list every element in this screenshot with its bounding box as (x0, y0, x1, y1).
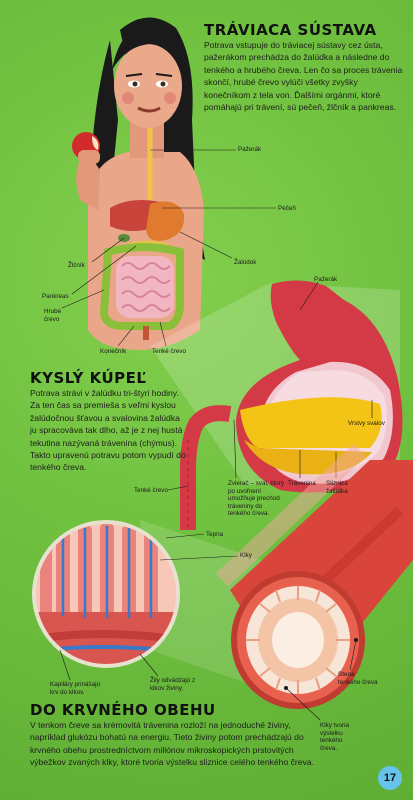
label-muscle-layers: Vrstvy svalov (348, 420, 385, 427)
label-intestine-wall: Stena tenkého čreva (338, 671, 378, 686)
label-rectum: Konečník (100, 348, 127, 355)
label-duodenum: Tenké črevo (134, 487, 168, 494)
page-number-badge: 17 (378, 766, 402, 790)
label-stomach-esophagus: Pažerák (314, 276, 338, 283)
section-heading-acid-bath: KYSLÝ KÚPEĽ (30, 369, 147, 387)
label-esophagus: Pažerák (238, 146, 262, 153)
label-villi: Klky (240, 552, 252, 559)
label-veins: Žily odvádzajú z klkov živiny. (150, 677, 196, 692)
girl-illustration (61, 17, 276, 350)
label-large-intestine: Hrubé črevo (44, 308, 62, 323)
label-stomach-lining: Sliznica žalúdka (326, 480, 348, 495)
label-gallbladder: Žlčník (68, 262, 85, 269)
label-small-intestine: Tenké črevo (152, 348, 186, 355)
label-artery: Tepna (206, 531, 224, 538)
section-text-digestive-system: Potrava vstupuje do tráviacej sústavy ce… (204, 40, 403, 113)
label-liver: Pečeň (278, 205, 296, 212)
section-text-acid-bath: Potrava strávi v žalúdku tri-štyri hodin… (30, 388, 186, 473)
stomach-illustration (150, 280, 403, 530)
section-heading-bloodstream: DO KRVNÉHO OBEHU (30, 701, 216, 719)
label-villi-lining: Klky tvoria výstelku tenkého čreva. (320, 722, 350, 752)
label-chyme: Trávenina (288, 480, 316, 487)
section-text-bloodstream: V tenkom čreve sa krémovitá trávenina ro… (30, 720, 315, 768)
label-pancreas: Pankreas (42, 293, 69, 300)
section-heading-digestive-system: TRÁVIACA SÚSTAVA (204, 21, 377, 39)
label-sphincter: Zvierač – sval, ktorý po uvoľnení umožňu… (228, 480, 284, 518)
label-stomach: Žalúdok (234, 259, 257, 266)
label-capillaries: Kapiláry prinášajú krv do klkov. (50, 681, 101, 696)
intestine-illustration (59, 443, 413, 721)
